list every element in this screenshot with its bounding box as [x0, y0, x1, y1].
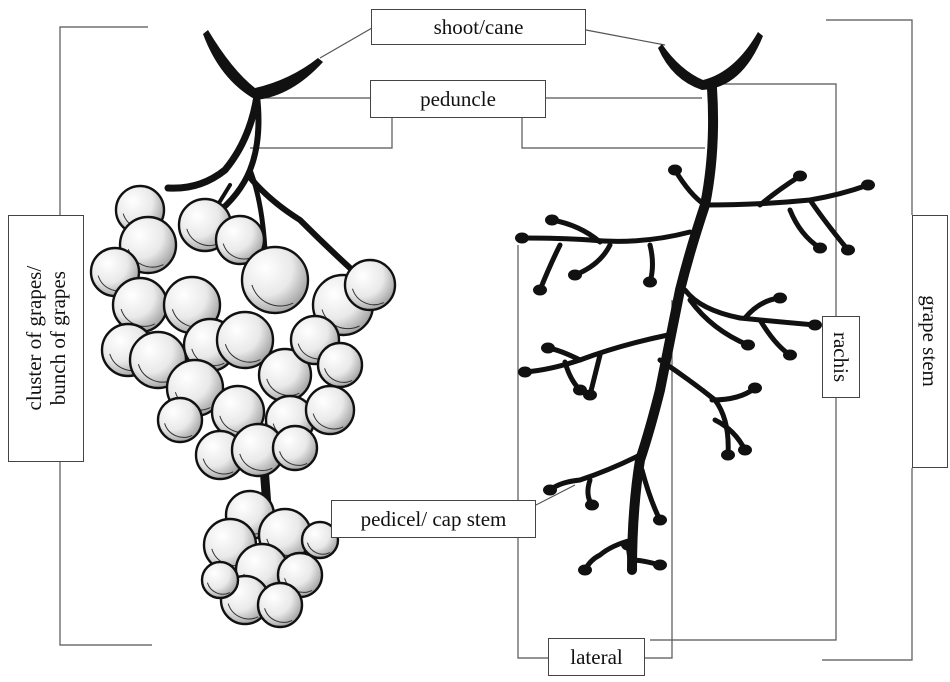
- label-shoot-cane-text: shoot/cane: [434, 15, 524, 39]
- label-cluster-text: cluster of grapes/ bunch of grapes: [22, 266, 70, 411]
- berry: [273, 426, 317, 470]
- label-cluster-line1: cluster of grapes/: [22, 266, 46, 411]
- berry: [318, 343, 362, 387]
- pedicel-tip: [515, 233, 529, 244]
- label-rachis: rachis: [822, 316, 860, 398]
- pedicel-tip: [543, 485, 557, 496]
- label-lateral-text: lateral: [570, 645, 622, 669]
- berry: [345, 260, 395, 310]
- pedicel-tip: [643, 277, 657, 288]
- pedicel-tip: [545, 215, 559, 226]
- cluster-bracket-lower: [60, 460, 152, 645]
- peduncle-leader-left2: [250, 118, 392, 148]
- pedicel-tip: [861, 180, 875, 191]
- berry: [158, 398, 202, 442]
- label-grape-stem-text: grape stem: [918, 296, 942, 388]
- label-cluster-line2: bunch of grapes: [46, 266, 70, 411]
- label-shoot-cane: shoot/cane: [371, 9, 586, 45]
- lateral-bracket-left: [518, 245, 548, 658]
- berry: [202, 562, 238, 598]
- pedicel-tip: [783, 350, 797, 361]
- label-peduncle-text: peduncle: [420, 87, 496, 111]
- rachis-bracket-lower: [650, 398, 836, 640]
- label-rachis-text: rachis: [829, 332, 853, 382]
- label-pedicel: pedicel/ cap stem: [331, 500, 536, 538]
- pedicel-tip: [578, 565, 592, 576]
- pedicel-tip: [813, 243, 827, 254]
- label-grape-stem: grape stem: [912, 215, 948, 468]
- pedicel-tip: [741, 340, 755, 351]
- label-pedicel-text: pedicel/ cap stem: [361, 507, 507, 531]
- label-peduncle: peduncle: [370, 80, 546, 118]
- pedicel-tip: [518, 367, 532, 378]
- shoot-cane-right: [658, 32, 763, 90]
- pedicel-tip: [793, 171, 807, 182]
- grape-stem-illustration: [515, 32, 875, 576]
- shoot-cane-left: [203, 30, 323, 100]
- pedicel-tip: [748, 383, 762, 394]
- pedicel-tip: [653, 515, 667, 526]
- label-cluster-of-grapes: cluster of grapes/ bunch of grapes: [8, 215, 84, 462]
- pedicel-tip: [585, 500, 599, 511]
- berry: [242, 247, 308, 313]
- label-lateral: lateral: [548, 638, 645, 676]
- pedicel-tip: [621, 540, 635, 551]
- pedicel-tip: [568, 270, 582, 281]
- pedicel-tip: [738, 445, 752, 456]
- peduncle-leader-right2: [522, 118, 705, 148]
- pedicel-tip: [808, 320, 822, 331]
- berry: [258, 583, 302, 627]
- pedicel-tip: [653, 560, 667, 571]
- pedicel-tip: [841, 245, 855, 256]
- pedicel-tip: [721, 450, 735, 461]
- pedicel-tip: [773, 293, 787, 304]
- pedicel-tip: [533, 285, 547, 296]
- berries: [91, 186, 395, 627]
- pedicel-tip: [668, 165, 682, 176]
- pedicel-tip: [573, 385, 587, 396]
- pedicel-tip: [541, 343, 555, 354]
- shoot-leader-left: [320, 28, 372, 58]
- shoot-leader-right: [586, 30, 665, 45]
- berry: [306, 386, 354, 434]
